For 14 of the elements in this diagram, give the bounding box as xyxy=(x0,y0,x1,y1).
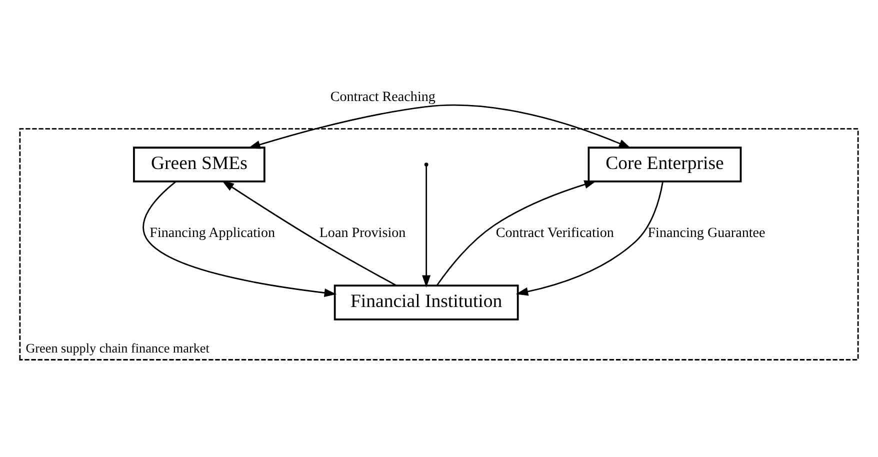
node-box: Green SMEs xyxy=(133,146,266,182)
edge-label: Financing Application xyxy=(150,224,276,241)
edge-label: Financing Guarantee xyxy=(648,224,766,241)
arrow xyxy=(422,166,431,288)
node-box: Core Enterprise xyxy=(588,146,742,182)
arrow xyxy=(222,180,397,286)
edge-label: Loan Provision xyxy=(319,224,406,241)
edge-label: Contract Reaching xyxy=(330,89,436,106)
arrow xyxy=(248,104,632,149)
arrow xyxy=(516,181,664,296)
arrow xyxy=(142,180,337,298)
arrow xyxy=(436,180,597,286)
edge-label: Contract Verification xyxy=(496,224,614,241)
node-box: Financial Institution xyxy=(334,284,519,320)
